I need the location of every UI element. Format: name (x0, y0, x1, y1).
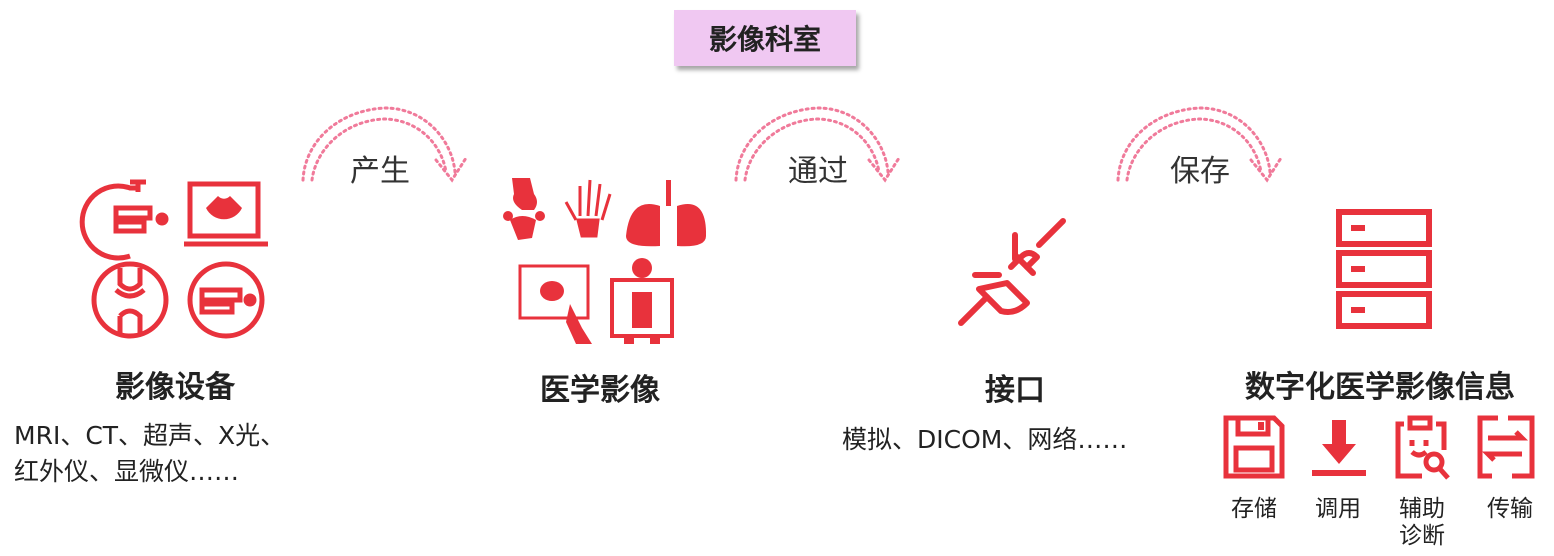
department-title-box: 影像科室 (674, 10, 856, 66)
department-title: 影像科室 (708, 23, 821, 56)
function-label-store: 存储 (1231, 496, 1277, 522)
mri-machine-icon (79, 179, 169, 261)
knee-joint-icon (91, 261, 169, 339)
stage-title-interface: 接口 (985, 373, 1045, 408)
patient-xray-icon (610, 258, 674, 344)
lungs-icon (626, 180, 707, 247)
stage-title-imaging-equipment: 影像设备 (115, 370, 235, 405)
function-icons (1223, 415, 1535, 480)
download-icon (1312, 420, 1366, 476)
equipment-desc-line-2: 红外仪、显微仪…… (14, 457, 240, 486)
function-label-transmit: 传输 (1487, 496, 1533, 522)
plug-interface-icon (958, 218, 1066, 326)
knee-bone-icon (503, 178, 545, 240)
server-stack-icon (1336, 209, 1432, 329)
equipment-desc-line-1: MRI、CT、超声、X光、 (14, 421, 286, 450)
equipment-description: MRI、CT、超声、X光、 红外仪、显微仪…… (14, 418, 285, 490)
stage-title-medical-imaging: 医学影像 (540, 373, 660, 408)
transfer-icon (1477, 415, 1535, 479)
arc-arrow-3-icon (1116, 106, 1283, 183)
medical-image-icons (503, 178, 707, 344)
function-label-assist-diagnosis: 辅助诊断 (1399, 496, 1445, 549)
arc-arrow-2-icon (734, 106, 901, 183)
arrow-label-via: 通过 (788, 154, 848, 189)
ct-scanner-icon (187, 261, 265, 339)
floppy-disk-icon (1223, 415, 1285, 479)
hand-skeleton-icon (564, 179, 612, 238)
arc-arrow-1-icon (301, 106, 468, 183)
stage-title-digital-info: 数字化医学影像信息 (1245, 370, 1515, 405)
ultrasound-picture-icon (518, 264, 592, 344)
interface-description: 模拟、DICOM、网络…… (842, 425, 1128, 454)
arrow-label-save: 保存 (1170, 154, 1230, 189)
ultrasound-monitor-icon (184, 181, 268, 247)
function-label-retrieve: 调用 (1315, 496, 1361, 522)
arrow-label-produce: 产生 (350, 154, 410, 189)
diagnosis-clipboard-icon (1395, 415, 1450, 480)
imaging-equipment-icons (79, 179, 268, 339)
